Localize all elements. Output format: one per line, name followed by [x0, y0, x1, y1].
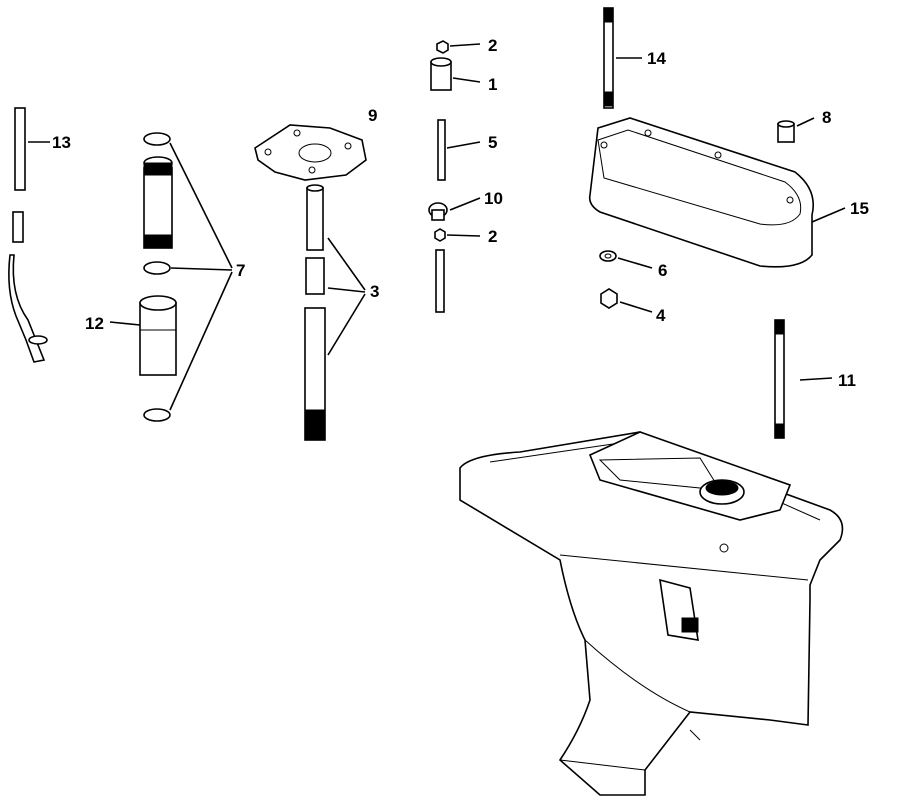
callout-15: 15 [850, 199, 869, 218]
callout-4: 4 [656, 306, 666, 325]
callout-9: 9 [368, 106, 377, 125]
callout-1: 1 [488, 75, 497, 94]
callout-11: 11 [838, 371, 856, 390]
part-12-sleeve [139, 295, 177, 376]
callout-12: 12 [85, 314, 104, 333]
part-8-nut [777, 117, 815, 143]
part-4-nut [600, 288, 653, 313]
stud-stack [428, 40, 481, 313]
part-3-drive-shaft [304, 184, 366, 441]
part-11-stud [774, 319, 833, 439]
exhaust-housing [459, 431, 844, 796]
leader-12 [109, 321, 141, 326]
callout-2-top: 2 [488, 36, 497, 55]
callout-6: 6 [658, 261, 667, 280]
callout-10: 10 [484, 189, 503, 208]
callout-14: 14 [647, 49, 666, 68]
part-15-adapter-housing [588, 117, 846, 268]
part-7-o-rings [143, 132, 233, 422]
callout-7: 7 [236, 261, 245, 280]
callout-3: 3 [370, 282, 379, 301]
water-tube [143, 156, 173, 249]
callout-8: 8 [822, 108, 831, 127]
callout-5: 5 [488, 133, 497, 152]
part-13-tube [8, 107, 48, 363]
part-14-stud [603, 7, 642, 109]
part-6-washer [599, 250, 653, 269]
callout-2-bottom: 2 [488, 227, 497, 246]
part-9-gasket [254, 124, 367, 181]
callout-13: 13 [52, 133, 71, 152]
